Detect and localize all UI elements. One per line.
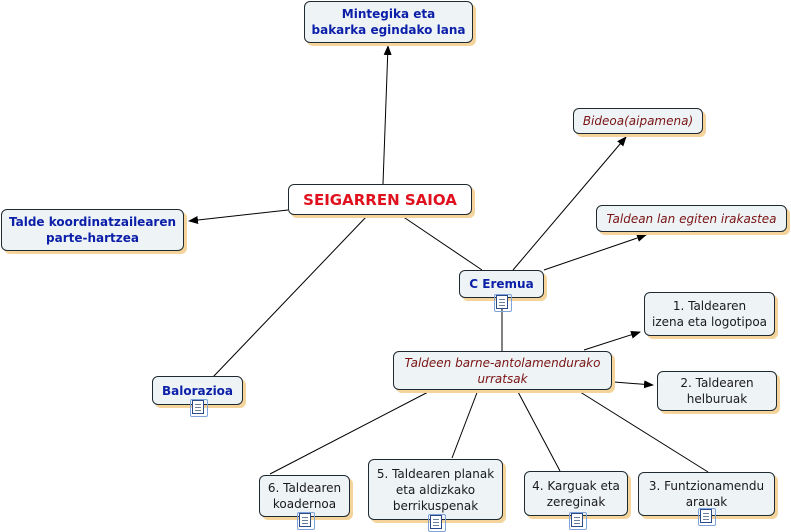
document-icon[interactable] [698,508,716,526]
node-mintegika[interactable]: Mintegika eta bakarka egindako lana [304,1,473,43]
link-ceremua-taldean [543,234,647,271]
node-karguak-label: 4. Karguak eta zereginak [532,478,620,509]
node-karguak[interactable]: 4. Karguak eta zereginak [524,471,628,516]
link-ceremua-bideoa [512,136,627,271]
node-helburuak-label: 2. Taldearen helburuak [680,376,754,406]
link-barne-karguak [516,389,561,472]
node-talde-koordinatzailea[interactable]: Talde koordinatzailearen parte-hartzea [1,209,184,251]
link-center-balorazioa [212,215,368,378]
node-c-eremua[interactable]: C Eremua [459,270,544,298]
node-balorazioa-label: Balorazioa [161,383,234,398]
link-center-talde [188,209,289,224]
link-barne-izena [583,330,641,351]
node-koadernoa-label: 6. Taldearen koadernoa [267,481,342,511]
node-barne-label: Taldeen barne-antolamendurako urratsak [404,355,601,386]
node-funtzionamendu-label: 3. Funtzionamendu arauak [648,479,765,509]
node-izena-logotipoa[interactable]: 1. Taldearen izena eta logotipoa [644,292,775,336]
node-talde-label: Talde koordinatzailearen parte-hartzea [8,215,177,245]
node-helburuak[interactable]: 2. Taldearen helburuak [657,371,777,411]
node-barne-antolamendu[interactable]: Taldeen barne-antolamendurako urratsak [393,351,612,390]
node-planak[interactable]: 5. Taldearen planak eta aldizkako berrik… [368,459,503,520]
link-center-mintegika [382,45,392,185]
link-barne-helburuak [613,380,654,389]
node-mintegika-label: Mintegika eta bakarka egindako lana [311,7,466,37]
node-bideoa-label: Bideoa(aipamena) [582,114,694,128]
document-icon[interactable] [297,512,315,530]
center-node-label: SEIGARREN SAIOA [303,190,457,209]
link-barne-planak [451,389,479,459]
node-koadernoa[interactable]: 6. Taldearen koadernoa [259,475,350,517]
document-icon[interactable] [428,514,446,532]
center-node[interactable]: SEIGARREN SAIOA [288,184,472,215]
document-icon[interactable] [190,399,208,417]
node-planak-label: 5. Taldearen planak eta aldizkako berrik… [376,466,495,513]
document-icon[interactable] [494,294,512,312]
node-taldean[interactable]: Taldean lan egiten irakastea [596,205,787,232]
link-barne-koadernoa [269,389,433,475]
link-barne-funtz [576,389,709,473]
document-icon[interactable] [569,512,587,530]
node-bideoa[interactable]: Bideoa(aipamena) [573,108,703,134]
node-c-eremua-label: C Eremua [469,277,534,291]
node-taldean-label: Taldean lan egiten irakastea [606,211,777,226]
node-izena-label: 1. Taldearen izena eta logotipoa [651,299,768,329]
link-center-ceremua [401,215,483,271]
